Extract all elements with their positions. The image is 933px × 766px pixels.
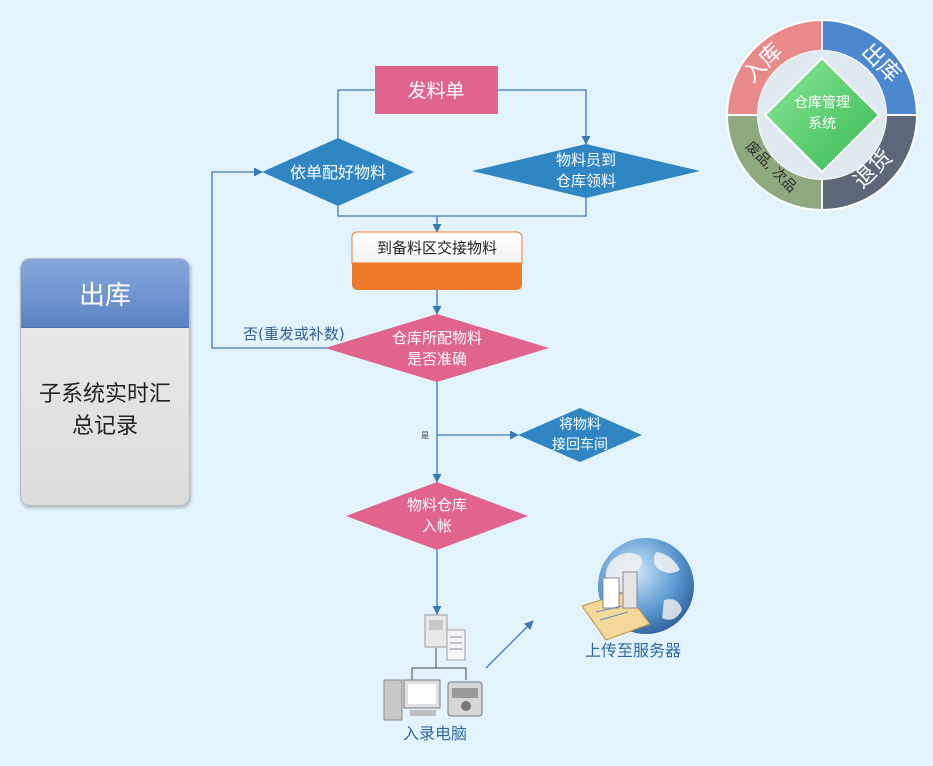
- ring-center-diamond: [763, 56, 881, 174]
- card-body-text: 子系统实时汇总记录: [39, 382, 172, 439]
- check-line1: 仓库所配物料: [392, 329, 482, 347]
- decision-picker-collect: 物料员到 仓库领料: [472, 144, 700, 198]
- decision-prepare-label: 依单配好物料: [290, 163, 386, 182]
- upload-label: 上传至服务器: [585, 641, 681, 660]
- connector-left-down: [337, 206, 437, 217]
- decision-warehouse-entry: 物料仓库 入帐: [346, 482, 528, 550]
- yes-branch-label: 是: [421, 431, 429, 440]
- ring-center-line1: 仓库管理: [794, 95, 850, 111]
- computer-label: 入录电脑: [403, 724, 467, 743]
- entry-line1: 物料仓库: [407, 496, 467, 514]
- return-line1: 将物料: [559, 417, 601, 433]
- entry-line2: 入帐: [422, 517, 452, 535]
- connector-upload: [485, 620, 534, 669]
- decision-picker-line2: 仓库领料: [556, 172, 616, 190]
- no-branch-label: 否(重发或补数): [243, 325, 345, 343]
- connector-right-down: [437, 198, 587, 217]
- connector-no-loop: [211, 167, 330, 349]
- connectors: [211, 89, 591, 669]
- decision-picker-line1: 物料员到: [556, 151, 616, 169]
- computer-network-icon: [383, 614, 483, 721]
- decision-return-workshop: 将物料 接回车间: [518, 408, 642, 462]
- connector-start-left: [333, 89, 375, 153]
- ring-center-line2: 系统: [808, 116, 836, 132]
- outbound-summary-card: 出库 子系统实时汇总记录: [20, 258, 190, 506]
- process-handover-label: 到备料区交接物料: [377, 239, 497, 257]
- server-globe-icon: [581, 538, 694, 641]
- connector-start-right: [498, 89, 591, 145]
- start-node: 发料单: [375, 66, 498, 114]
- process-handover: 到备料区交接物料: [351, 231, 523, 290]
- start-label: 发料单: [407, 80, 464, 102]
- check-line2: 是否准确: [407, 350, 467, 368]
- system-ring: 仓库管理 系统 入库 出库 退货 废品, 次品: [725, 18, 919, 212]
- return-line2: 接回车间: [552, 436, 608, 453]
- card-title: 出库: [21, 259, 189, 328]
- decision-check-accuracy: 仓库所配物料 是否准确: [325, 314, 549, 382]
- decision-prepare-materials: 依单配好物料: [262, 138, 414, 206]
